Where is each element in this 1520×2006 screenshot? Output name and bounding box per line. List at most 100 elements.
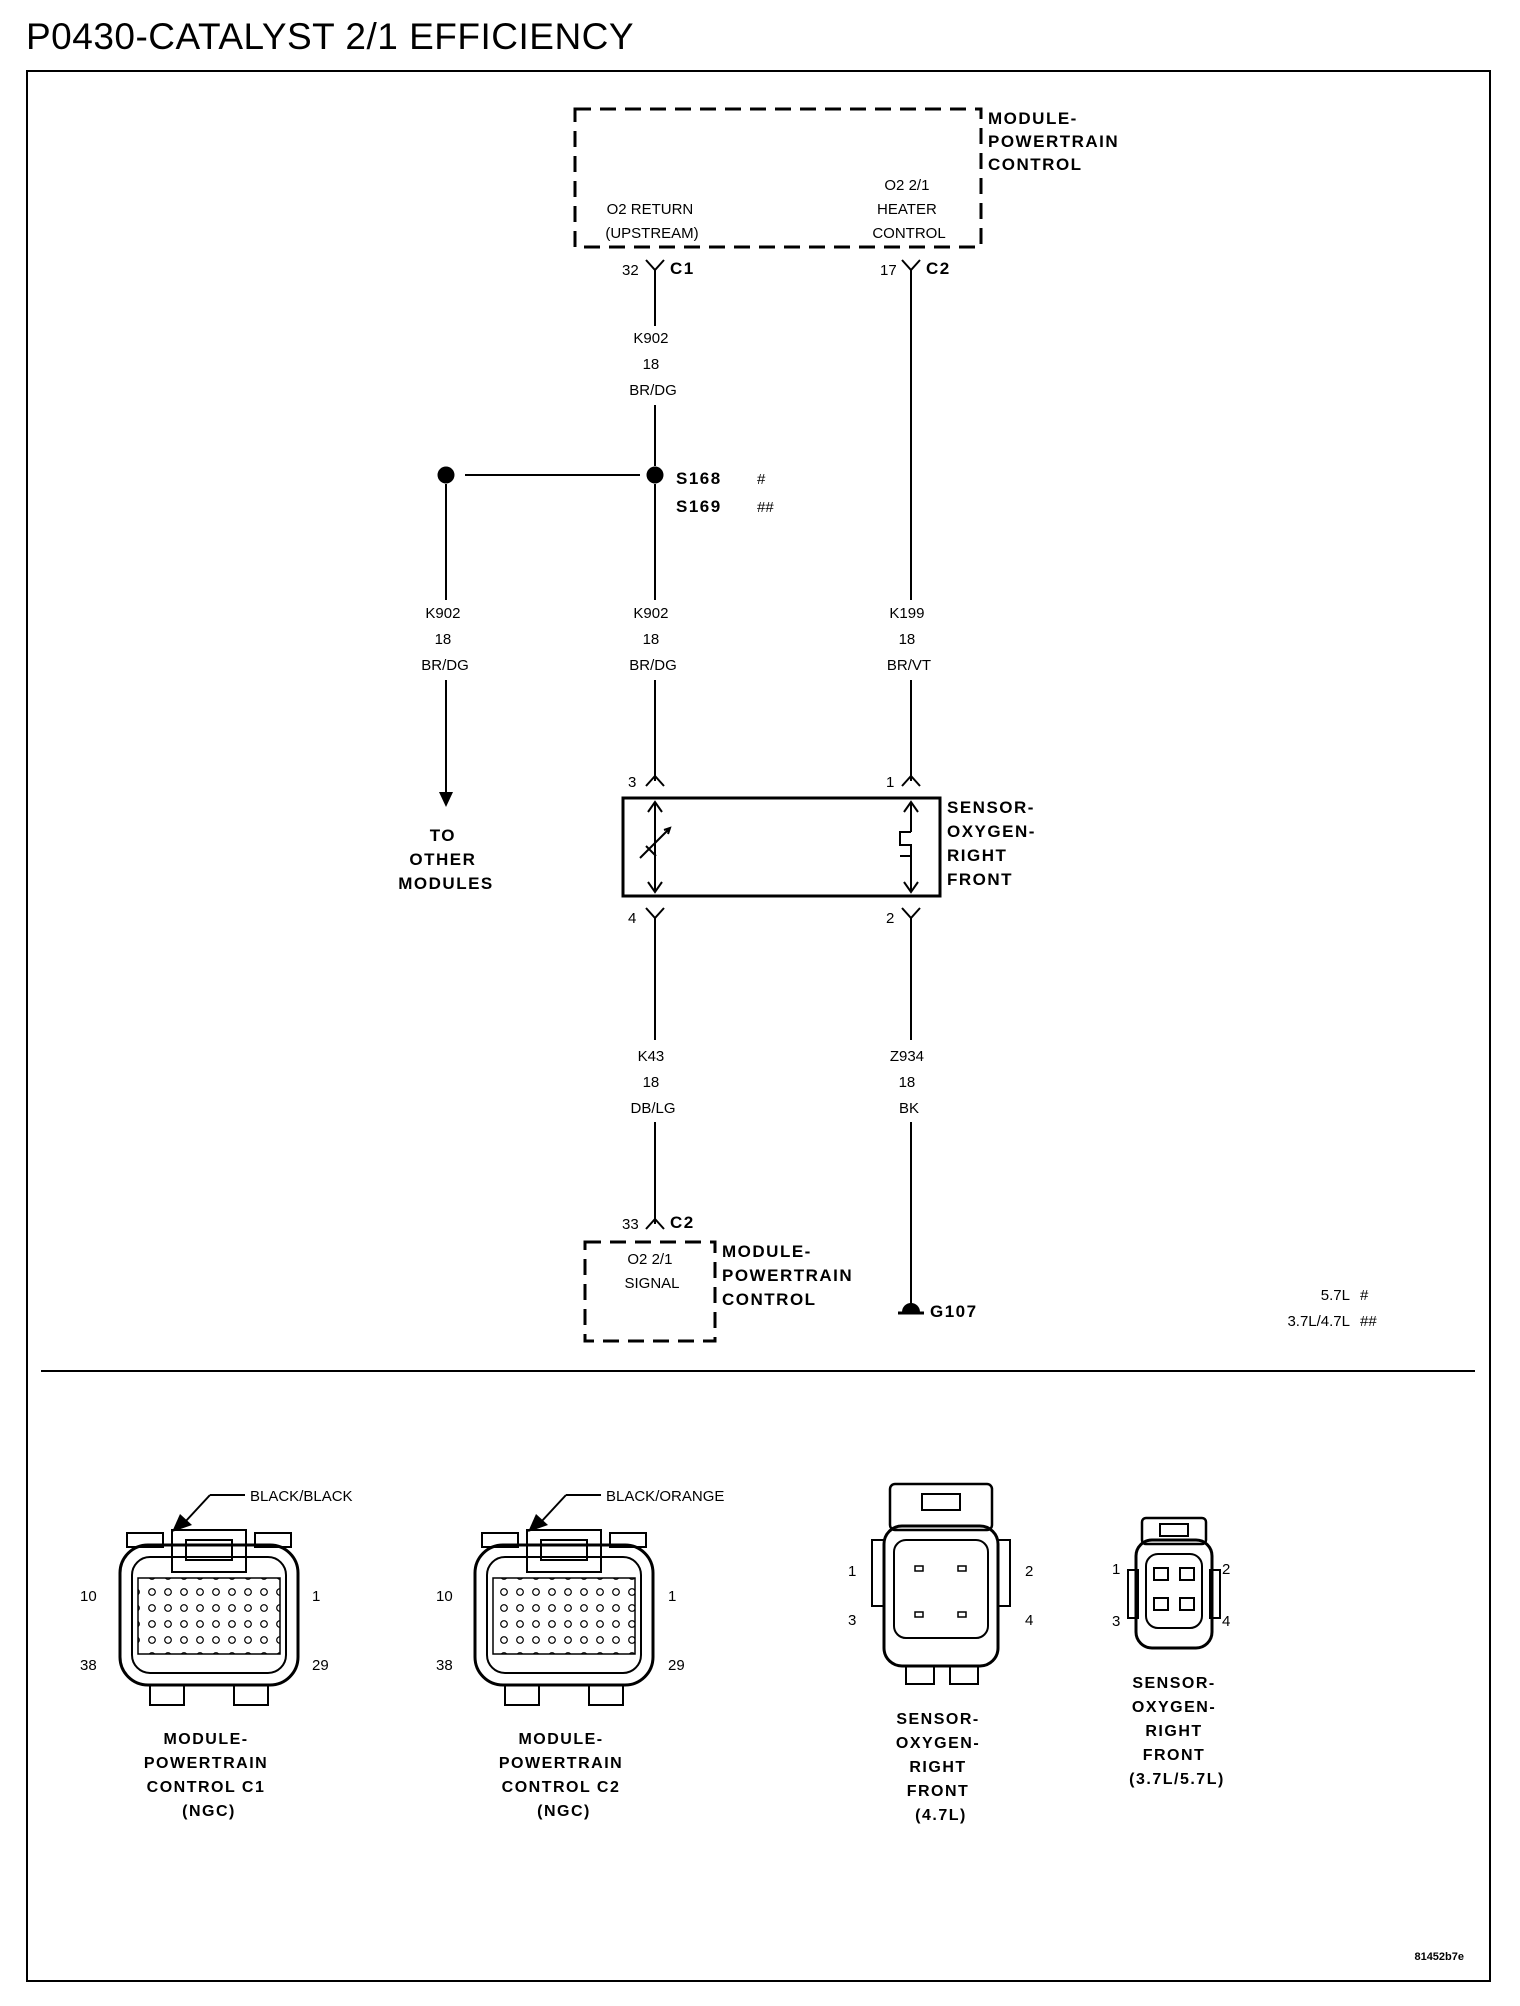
connector-c1-body-outer: [118, 1543, 300, 1687]
connector-c1-body-inner: [131, 1556, 287, 1674]
connector-sensor-3-7l-5-7l-view: 1 2 3 4 SENSOR- OXYGEN- RIGHT FRONT (3.7…: [1112, 1516, 1230, 1788]
connector-c2-latch-inner: [540, 1539, 588, 1561]
sensor-heater-arrow-down: [903, 881, 919, 894]
connector-c1-pin-10: 10: [80, 1588, 97, 1605]
connector-c1-foot-right: [233, 1684, 269, 1706]
connector-sensor-4-7l-view: 1 2 3 4 SENSOR- OXYGEN- RIGHT FRONT (4.7…: [848, 1482, 1033, 1824]
wire-k43-label: K43 18 DB/LG: [630, 1048, 675, 1117]
sensor-left-element-arrow-down: [647, 881, 663, 894]
page-title: P0430-CATALYST 2/1 EFFICIENCY: [26, 16, 635, 57]
connector-c1-pin-field: [137, 1577, 281, 1655]
pcm-bottom-pin-label: O2 2/1 SIGNAL: [624, 1251, 679, 1292]
sensor-57-side-left: [1127, 1569, 1139, 1619]
sensor-57-label-pin-4: 4: [1222, 1613, 1230, 1630]
sensor-left-element-arrow-up: [647, 800, 663, 813]
connector-c2-callout-arrow-icon: [528, 1514, 548, 1532]
sensor-heater-arrow-up: [903, 800, 919, 813]
sensor-57-top: [1140, 1516, 1208, 1546]
sensor-47-label-pin-1: 1: [848, 1563, 856, 1580]
connector-c2-tab-right: [609, 1532, 647, 1548]
sensor-pin-3-symbol: [645, 774, 665, 787]
legend-3-7l-4-7l-mark: ##: [1360, 1313, 1377, 1330]
sensor-47-side-right: [997, 1539, 1011, 1607]
ground-g107-label: G107: [930, 1302, 978, 1321]
sensor-pin-4-symbol: [645, 907, 665, 920]
pcm-bottom-label: MODULE- POWERTRAIN CONTROL: [722, 1242, 859, 1309]
wire-k199-label: K199 18 BR/VT: [887, 605, 931, 674]
connector-c2-callout: BLACK/ORANGE: [606, 1488, 724, 1505]
sensor-47-body: [882, 1524, 1000, 1668]
connector-sensor-3-7l-5-7l-label: SENSOR- OXYGEN- RIGHT FRONT (3.7L/5.7L): [1129, 1675, 1225, 1788]
heater-element-icon: [899, 831, 912, 857]
sensor-47-face: [893, 1539, 989, 1639]
sensor-57-face: [1145, 1553, 1203, 1629]
page-frame: [26, 70, 1491, 1982]
connector-c2-body-outer: [473, 1543, 655, 1687]
connector-c2-pin-38: 38: [436, 1657, 453, 1674]
connector-c2-pin-29: 29: [668, 1657, 685, 1674]
sensor-47-pin-3: [914, 1611, 924, 1618]
sensor-57-label-pin-1: 1: [1112, 1561, 1120, 1578]
sensor-57-body: [1134, 1538, 1214, 1650]
connector-c2-pin-1: 1: [668, 1588, 676, 1605]
pcm-top-label: MODULE- POWERTRAIN CONTROL: [988, 109, 1125, 174]
pin-32-connector-symbol: [645, 259, 665, 272]
sensor-pin-1-symbol: [901, 774, 921, 787]
sensor-pin-1-number: 1: [886, 774, 894, 791]
ground-icon: [902, 1303, 920, 1312]
sensor-47-label-pin-2: 2: [1025, 1563, 1033, 1580]
sensor-pin-2-symbol: [901, 907, 921, 920]
sensor-57-top-inner: [1159, 1523, 1189, 1537]
sensor-57-label-pin-2: 2: [1222, 1561, 1230, 1578]
sensor-oxygen-label: SENSOR- OXYGEN- RIGHT FRONT: [947, 798, 1042, 889]
pin-17-connector: C2: [926, 259, 951, 278]
sensor-57-label-pin-3: 3: [1112, 1613, 1120, 1630]
sensor-47-latch: [888, 1482, 994, 1532]
sensor-pin-2-number: 2: [886, 910, 894, 927]
connector-c1-pin-1: 1: [312, 1588, 320, 1605]
connector-c1-latch: [171, 1529, 247, 1573]
connector-pcm-c2-view: BLACK/ORANGE 10 1 38 29 MODULE- POWERTRA…: [436, 1488, 724, 1820]
connector-c1-latch-inner: [185, 1539, 233, 1561]
figure-id: 81452b7e: [1414, 1951, 1464, 1963]
sensor-47-pin-1: [914, 1565, 924, 1572]
sensor-oxygen-box: [621, 796, 942, 898]
splice-branch-dot: [437, 466, 455, 484]
pin-17-connector-symbol: [901, 259, 921, 272]
connector-c2-body-inner: [486, 1556, 642, 1674]
splice-s169-label: S169: [676, 497, 722, 516]
sensor-47-label-pin-3: 3: [848, 1612, 856, 1629]
legend-5-7l-mark: #: [1360, 1287, 1369, 1304]
variable-resistor-icon: [639, 826, 672, 859]
connector-pcm-c1-view: BLACK/BLACK 10 1 38 29 MODULE- POWERTRAI…: [80, 1488, 353, 1820]
pin-32-number: 32: [622, 262, 639, 279]
connector-c1-foot-left: [149, 1684, 185, 1706]
legend-5-7l-text: 5.7L: [1321, 1287, 1350, 1304]
sensor-57-pin-4: [1179, 1597, 1195, 1611]
pcm-top-box: [573, 107, 983, 249]
pcm-bottom-box: [583, 1240, 717, 1343]
wire-k902-mid-label: K902 18 BR/DG: [629, 605, 677, 674]
connector-c2-pin-field: [492, 1577, 636, 1655]
connector-sensor-4-7l-label: SENSOR- OXYGEN- RIGHT FRONT (4.7L): [896, 1711, 986, 1824]
connector-c1-tab-right: [254, 1532, 292, 1548]
sensor-57-pin-3: [1153, 1597, 1169, 1611]
arrow-down-icon: [439, 792, 453, 807]
sensor-47-pin-2: [957, 1565, 967, 1572]
pin-33-number: 33: [622, 1216, 639, 1233]
sensor-47-label-pin-4: 4: [1025, 1612, 1033, 1629]
connector-c1-callout-leader: [184, 1494, 211, 1523]
sensor-57-side-right: [1209, 1569, 1221, 1619]
sensor-47-foot-left: [905, 1665, 935, 1685]
pin-32-connector: C1: [670, 259, 695, 278]
wire-k902-left-label: K902 18 BR/DG: [421, 605, 469, 674]
wire-k902-top-label: K902 18 BR/DG: [629, 330, 677, 399]
connector-c2-label: MODULE- POWERTRAIN CONTROL C2 (NGC): [499, 1731, 629, 1820]
sensor-47-foot-right: [949, 1665, 979, 1685]
sensor-pin-4-number: 4: [628, 910, 636, 927]
connector-c2-callout-leader: [540, 1494, 567, 1523]
pin-33-connector-symbol: [645, 1217, 665, 1230]
connector-c1-label: MODULE- POWERTRAIN CONTROL C1 (NGC): [144, 1731, 274, 1820]
to-other-modules-label: TO OTHER MODULES: [398, 826, 494, 893]
